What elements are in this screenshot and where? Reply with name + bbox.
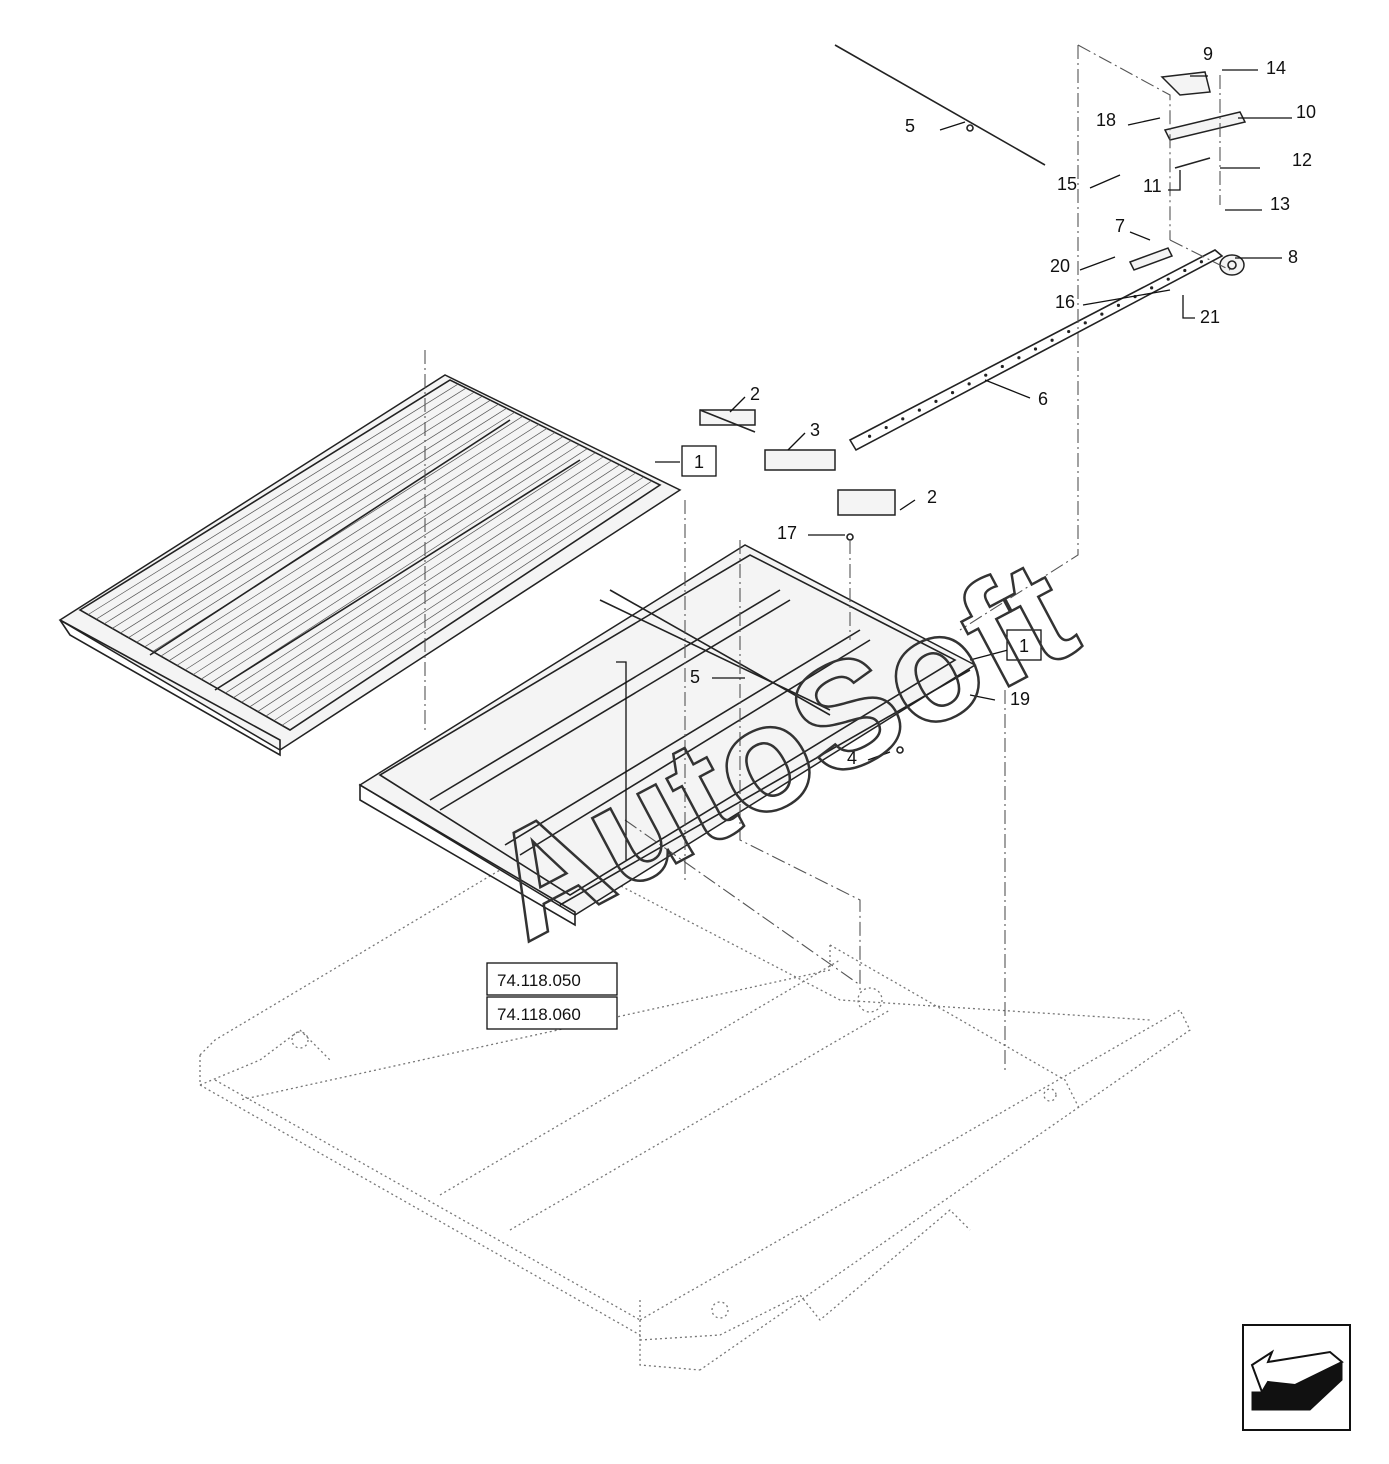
strip-hole <box>1067 329 1071 334</box>
grate-line <box>184 432 556 671</box>
grate-line <box>120 399 491 634</box>
strip-hole <box>1033 347 1038 351</box>
callout-14: 14 <box>1266 58 1286 78</box>
svg-text:1: 1 <box>694 452 704 472</box>
callout-17: 17 <box>777 523 797 543</box>
part-2-upper-plate <box>699 409 756 433</box>
strip-hole <box>1050 338 1054 342</box>
grate-line <box>192 436 564 675</box>
grate-line <box>217 448 588 689</box>
callout-7: 7 <box>1115 216 1125 236</box>
strip-hole <box>934 399 938 403</box>
part-5-rod-mid <box>609 589 831 716</box>
leader-lines <box>616 69 1292 860</box>
lower-frame-assembly <box>199 869 1191 1371</box>
callout-8: 8 <box>1288 247 1298 267</box>
part-8-pulley <box>1219 254 1245 276</box>
strip-hole <box>867 434 872 438</box>
strip-hole <box>1166 277 1170 281</box>
grate-line <box>176 428 548 666</box>
strip-hole <box>1199 260 1204 264</box>
callout-6: 6 <box>1038 389 1048 409</box>
svg-text:1: 1 <box>1019 636 1029 656</box>
grate-line <box>209 444 580 685</box>
callout-18: 18 <box>1096 110 1116 130</box>
part-2-lower-plate <box>837 489 896 516</box>
callout-5-mid: 5 <box>690 667 700 687</box>
strip-hole <box>1100 312 1104 316</box>
svg-text:74.118.050: 74.118.050 <box>497 971 581 990</box>
part-5-rod-top <box>834 44 1046 166</box>
grate-line <box>265 472 636 717</box>
grate-line <box>87 383 459 615</box>
grate-line <box>281 480 653 726</box>
callout-4: 4 <box>847 748 857 768</box>
part-17-fastener <box>846 533 854 541</box>
grate-line <box>104 391 475 625</box>
callout-5-top: 5 <box>905 116 915 136</box>
callout-13: 13 <box>1270 194 1290 214</box>
left-sieve-panel <box>58 374 682 757</box>
part-10-tube <box>1163 111 1247 141</box>
strip-hole <box>1017 356 1021 360</box>
strip-hole <box>984 373 988 377</box>
ref-box-74-118-060: 74.118.060 <box>486 996 618 1030</box>
callout-12: 12 <box>1292 150 1312 170</box>
part-3-plate <box>764 449 836 471</box>
callout-2-top: 2 <box>750 384 760 404</box>
grate-line <box>233 456 604 698</box>
assembly-centerlines <box>424 44 1231 1070</box>
strip-hole <box>917 408 921 412</box>
grate-line <box>112 395 483 629</box>
center-sieve-frame <box>358 544 977 927</box>
callout-10: 10 <box>1296 102 1316 122</box>
callout-20: 20 <box>1050 256 1070 276</box>
part-6-strip <box>848 249 1224 452</box>
grate-line <box>257 468 628 712</box>
ref-box-1-right: 1 <box>1006 629 1042 661</box>
strip-hole <box>1150 286 1154 290</box>
strip-hole <box>1083 321 1087 325</box>
callout-16: 16 <box>1055 292 1075 312</box>
strip-hole <box>1183 268 1187 273</box>
callout-2-bottom: 2 <box>927 487 937 507</box>
grate-line <box>225 452 596 694</box>
arrow-direction-icon <box>1242 1324 1351 1431</box>
strip-hole <box>967 382 971 386</box>
strip-hole <box>1116 303 1121 307</box>
grate-line <box>95 387 467 620</box>
part-9-bracket <box>1160 71 1211 96</box>
grate-line <box>144 412 515 648</box>
callout-15: 15 <box>1057 174 1077 194</box>
callout-3: 3 <box>810 420 820 440</box>
strip-hole <box>884 425 888 430</box>
svg-text:74.118.060: 74.118.060 <box>497 1005 581 1024</box>
ref-box-74-118-050: 74.118.050 <box>486 962 618 996</box>
grate-line <box>168 424 540 662</box>
ref-box-1-left: 1 <box>681 445 717 477</box>
strip-hole <box>950 391 955 395</box>
callout-19: 19 <box>1010 689 1030 709</box>
callout-21: 21 <box>1200 307 1220 327</box>
grate-line <box>136 407 507 643</box>
strip-hole <box>901 417 905 421</box>
callout-labels: 5 9 14 18 10 15 11 12 13 7 20 8 16 21 2 … <box>690 44 1316 768</box>
callout-11: 11 <box>1143 176 1162 196</box>
grate-line <box>128 403 499 638</box>
part-11-spring <box>1174 157 1211 169</box>
grate-line <box>200 440 572 680</box>
grate-line <box>241 460 612 703</box>
grate-line <box>249 464 620 708</box>
strip-hole <box>1000 364 1004 369</box>
part-7-pin <box>1128 247 1174 271</box>
callout-9: 9 <box>1203 44 1213 64</box>
part-4-fastener <box>896 746 904 754</box>
grate-line <box>273 476 645 722</box>
grate-line <box>160 420 531 657</box>
